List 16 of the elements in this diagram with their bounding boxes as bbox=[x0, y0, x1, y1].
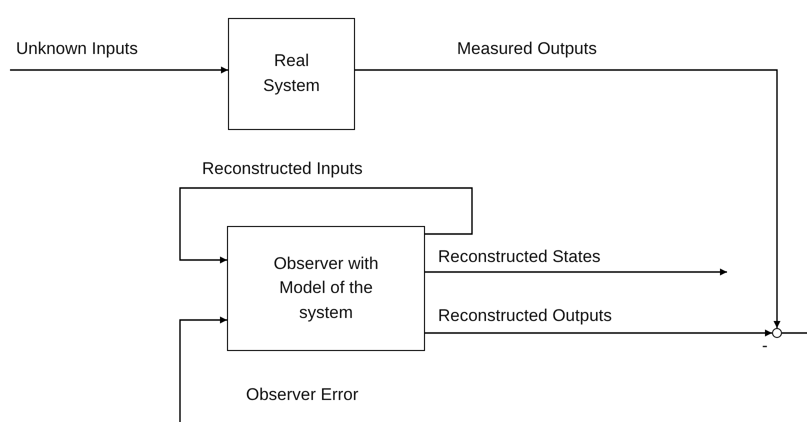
summing-junction bbox=[772, 328, 782, 338]
process-box bbox=[228, 18, 355, 130]
edge-label: Reconstructed Outputs bbox=[436, 307, 614, 326]
arrow bbox=[10, 66, 228, 74]
edge-label: Reconstructed Inputs bbox=[200, 160, 365, 179]
box-label: Observer with Model of the system bbox=[272, 252, 380, 324]
process-box bbox=[227, 226, 425, 351]
arrow bbox=[179, 187, 473, 264]
box-label: Real System bbox=[262, 50, 321, 97]
arrow bbox=[425, 268, 727, 276]
edge-label: Measured Outputs bbox=[455, 40, 599, 59]
edge-label: Unknown Inputs bbox=[14, 40, 140, 59]
arrow bbox=[425, 330, 772, 336]
arrow bbox=[355, 69, 780, 328]
minus-sign: - bbox=[762, 337, 768, 354]
arrow bbox=[179, 316, 227, 422]
